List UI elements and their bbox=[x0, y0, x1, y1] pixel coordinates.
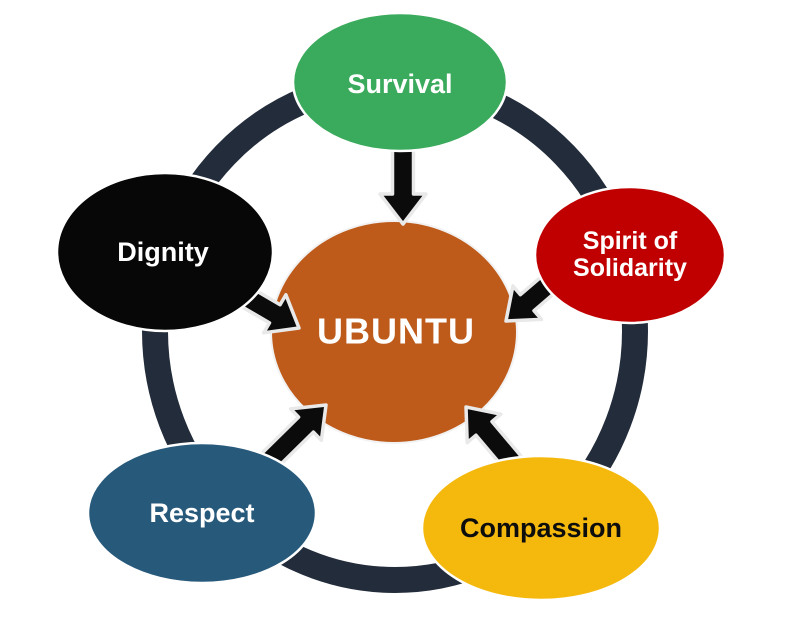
node-solidarity-label-line1: Spirit of bbox=[583, 227, 678, 255]
node-dignity bbox=[55, 171, 275, 333]
node-solidarity bbox=[533, 185, 727, 325]
node-solidarity-label-line2: Solidarity bbox=[573, 254, 687, 282]
node-respect-label: Respect bbox=[149, 498, 254, 528]
node-dignity-label: Dignity bbox=[117, 237, 209, 267]
node-survival bbox=[291, 11, 509, 153]
arrow-respect-to-ubuntu bbox=[258, 403, 328, 472]
center-node-label: UBUNTU bbox=[317, 311, 475, 352]
node-compassion bbox=[420, 454, 662, 602]
arrow-survival-to-ubuntu bbox=[378, 138, 428, 226]
node-survival-label: Survival bbox=[347, 69, 452, 99]
node-respect bbox=[86, 441, 318, 585]
node-compassion-label: Compassion bbox=[460, 513, 622, 543]
